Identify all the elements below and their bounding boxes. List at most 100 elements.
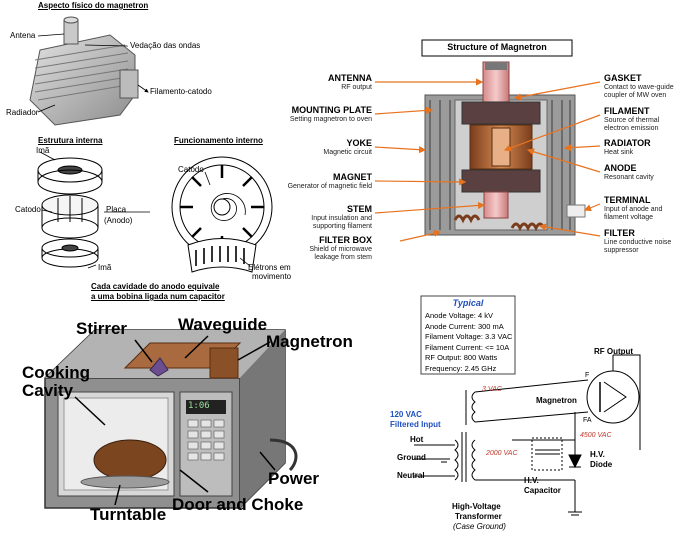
typical-spec-line: Anode Voltage: 4 kV bbox=[425, 311, 493, 320]
left-label-desc: Input insulation and bbox=[311, 215, 372, 222]
turntable-label: Turntable bbox=[90, 505, 167, 524]
left-label-name: STEM bbox=[346, 204, 372, 214]
cavity-label: Cavity bbox=[22, 381, 74, 400]
right-label-desc: Contact to wave-guide bbox=[604, 84, 674, 91]
left-label-desc: RF output bbox=[341, 84, 372, 91]
left-label-desc: Shield of microwave bbox=[309, 246, 372, 253]
left-label-name: YOKE bbox=[346, 138, 372, 148]
rf-output-label: RF Output bbox=[594, 347, 634, 356]
wave-seal-label: Vedação das ondas bbox=[130, 41, 201, 50]
right-label-desc: Source of thermal bbox=[604, 117, 660, 124]
hot-label: Hot bbox=[410, 435, 424, 444]
three-vac-label: 3 VAC bbox=[482, 386, 502, 393]
4500-vac-label: 4500 VAC bbox=[580, 432, 612, 439]
right-label-desc: filament voltage bbox=[604, 214, 654, 221]
stirrer-label: Stirrer bbox=[76, 319, 128, 338]
hv-diode-label-2: Diode bbox=[590, 460, 613, 469]
neutral-label: Neutral bbox=[397, 471, 425, 480]
internal-operation-title: Funcionamento interno bbox=[174, 136, 263, 145]
oven-display: 1:06 bbox=[188, 401, 210, 411]
magnetron-label-schematic: Magnetron bbox=[536, 396, 577, 405]
left-label-name: MOUNTING PLATE bbox=[291, 105, 372, 115]
filtered-input-label: Filtered Input bbox=[390, 420, 441, 429]
plate-label: Placa bbox=[106, 205, 127, 214]
transformer-label-3: (Case Ground) bbox=[453, 522, 506, 531]
power-label: Power bbox=[268, 469, 320, 488]
magnetron-cutaway bbox=[374, 39, 601, 242]
left-label-name: ANTENNA bbox=[328, 73, 372, 83]
movement-label: movimento bbox=[252, 272, 292, 281]
f-terminal-label: F bbox=[585, 372, 590, 379]
left-label-desc: leakage from stem bbox=[314, 254, 372, 261]
right-label-name: FILTER bbox=[604, 228, 635, 238]
hv-diode-label-1: H.V. bbox=[590, 450, 605, 459]
2000-vac-label: 2000 VAC bbox=[486, 450, 518, 457]
left-label-desc: supporting filament bbox=[312, 223, 372, 230]
input-voltage-label: 120 VAC bbox=[390, 410, 422, 419]
anode-operation-drawing bbox=[171, 156, 273, 273]
magnet-bottom-label: Imã bbox=[98, 263, 112, 272]
microwave-oven bbox=[44, 329, 298, 509]
right-label-desc: electron emission bbox=[604, 125, 659, 132]
typical-spec-line: Frequency: 2.45 GHz bbox=[425, 363, 497, 373]
internal-structure-drawing bbox=[37, 151, 150, 269]
cavity-caption-line1: Cada cavidade do anodo equivale bbox=[91, 282, 220, 291]
right-label-desc: Heat sink bbox=[604, 149, 634, 156]
magnetron-label-oven: Magnetron bbox=[266, 332, 353, 351]
cooking-label: Cooking bbox=[22, 363, 90, 382]
right-label-name: TERMINAL bbox=[604, 195, 651, 205]
left-label-desc: Setting magnetron to oven bbox=[289, 116, 372, 123]
cavity-caption-line2: a uma bobina ligada num capacitor bbox=[91, 292, 225, 301]
left-label-desc: Generator of magnetic field bbox=[287, 183, 372, 190]
antena-label: Antena bbox=[10, 31, 36, 40]
fa-terminal-label: FA bbox=[583, 417, 592, 424]
magnetron-photo bbox=[29, 16, 149, 126]
magnet-top-label: Imã bbox=[36, 146, 50, 155]
internal-structure-title: Estrutura interna bbox=[38, 136, 103, 145]
hv-schematic bbox=[414, 295, 641, 516]
right-label-desc: coupler of MW oven bbox=[604, 92, 667, 99]
right-label-name: ANODE bbox=[604, 163, 637, 173]
typical-spec-line: Filament Current: <= 10A bbox=[425, 342, 510, 352]
radiator-label-pt: Radiador bbox=[6, 108, 39, 117]
right-label-desc: Input of anode and bbox=[604, 206, 663, 213]
typical-title: Typical bbox=[452, 298, 484, 308]
right-label-name: FILAMENT bbox=[604, 106, 650, 116]
right-label-name: RADIATOR bbox=[604, 138, 651, 148]
anode-label-pt: (Anodo) bbox=[104, 216, 133, 225]
right-label-name: GASKET bbox=[604, 73, 642, 83]
right-label-desc: suppressor bbox=[604, 247, 639, 254]
hv-capacitor-label-2: Capacitor bbox=[524, 486, 561, 495]
left-label-name: MAGNET bbox=[333, 172, 372, 182]
filament-cathode-label: Filamento-catodo bbox=[150, 87, 212, 96]
typical-spec-line: Filament Voltage: 3.3 VAC bbox=[425, 332, 513, 341]
physical-aspect-title: Aspecto físico do magnetron bbox=[38, 1, 149, 10]
right-label-desc: Line conductive noise bbox=[604, 239, 672, 246]
cathode-right-label: Catodo bbox=[178, 165, 204, 174]
typical-spec-line: Anode Current: 300 mA bbox=[425, 321, 504, 331]
hv-capacitor-label-1: H.V. bbox=[524, 476, 539, 485]
right-label-desc: Resonant cavity bbox=[604, 174, 654, 181]
left-label-desc: Magnetic circuit bbox=[323, 149, 372, 156]
typical-spec-line: RF Output: 800 Watts bbox=[425, 353, 498, 362]
ground-label: Ground bbox=[397, 453, 426, 462]
door-choke-label: Door and Choke bbox=[172, 495, 304, 514]
left-label-name: FILTER BOX bbox=[319, 235, 372, 245]
electrons-label: Elétrons em bbox=[248, 263, 291, 272]
cathode-left-label: Catodo bbox=[15, 205, 41, 214]
structure-title: Structure of Magnetron bbox=[447, 42, 547, 52]
transformer-label-1: High-Voltage bbox=[452, 502, 501, 511]
